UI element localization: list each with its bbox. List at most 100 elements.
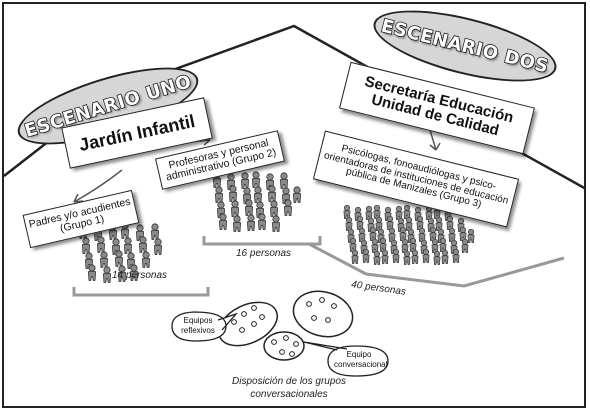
participant-dot [241,311,247,317]
person-icon [439,237,447,252]
caption-line2: conversacionales [250,388,328,400]
diagram-frame: ESCENARIO UNO ESCENARIO DOS Jardín Infan… [2,2,586,408]
person-icon [257,213,267,230]
participant-dot [331,303,337,309]
group3-bracket [308,242,565,288]
person-icon [269,200,279,217]
person-icon [461,238,469,253]
person-icon [399,226,407,241]
person-icon [435,216,443,231]
participant-dot [293,341,299,347]
person-icon [150,223,160,240]
person-icon [381,249,389,264]
person-icon [230,200,240,217]
reflexive-bubble-shape [171,311,239,342]
person-icon [349,237,357,252]
person-icon [405,216,413,231]
caption-line1: Disposición de los grupos [232,376,346,387]
participant-dot [325,317,331,323]
person-icon [401,238,409,253]
person-icon [246,214,256,231]
person-icon [365,205,373,220]
person-icon [153,238,163,255]
conversational-team-label: Equipo conversacional [334,350,388,369]
person-icon [467,228,475,243]
person-icon [373,204,381,219]
person-icon [240,172,250,189]
person-icon [97,236,105,253]
person-icon [418,227,426,242]
person-icon [124,237,133,254]
person-icon [388,227,396,242]
participant-dot [289,351,295,357]
person-icon [214,186,224,203]
person-icon [100,251,108,268]
person-icon [362,248,370,263]
person-icon [371,238,379,253]
person-icon [431,238,439,253]
person-icon [403,250,411,265]
person-icon [82,237,90,254]
person-icon [433,250,441,265]
person-icon [448,227,456,242]
person-icon [103,266,111,283]
person-icon [441,249,449,264]
participant-dot [239,327,245,333]
person-icon [283,199,293,216]
person-icon [409,237,417,252]
person-icon [422,248,430,263]
person-icon [358,227,366,242]
person-icon [392,248,400,263]
participant-dot [283,335,289,341]
participant-dot [306,301,312,307]
arrow-to-group3 [429,129,441,151]
diagram-caption: Disposición de los grupos conversacional… [204,376,374,401]
person-icon [218,213,228,230]
participant-dot [251,321,257,327]
participant-dot [251,305,257,311]
group2-bracket [202,236,322,246]
group2-count: 16 personas [236,248,292,259]
conversation-participants [231,297,337,357]
person-icon [429,226,437,241]
person-icon [232,215,242,232]
person-icon [279,172,289,189]
person-icon [356,215,364,230]
conversational-bubble-shape [303,341,389,377]
person-icon [351,249,359,264]
participant-dot [271,339,277,345]
person-icon [395,205,403,220]
group1-bracket [72,287,210,297]
person-icon [375,216,383,231]
participant-dot [311,315,317,321]
person-icon [459,226,467,241]
person-icon [403,204,411,219]
person-icon [343,204,351,219]
person-icon [271,215,281,232]
person-icon [292,186,302,203]
participant-dot [279,349,285,355]
group2-people [212,171,302,232]
person-icon [267,185,277,202]
person-icon [251,171,261,188]
participant-dot [319,297,325,303]
person-icon [416,215,424,230]
person-icon [379,237,387,252]
person-icon [369,226,377,241]
reflexive-teams-label: Equipos reflexivos [181,316,215,335]
person-icon [411,249,419,264]
participant-dot [231,319,237,325]
person-icon [386,215,394,230]
person-icon [88,264,96,281]
person-icon [452,248,460,263]
person-icon [345,216,353,231]
person-icon [373,250,381,265]
group1-count: 14 personas [112,270,168,281]
person-icon [138,236,148,253]
person-icon [141,251,151,268]
person-icon [228,185,238,202]
person-icon [253,186,263,203]
person-icon [115,250,123,267]
person-icon [244,199,254,216]
participant-dot [259,314,265,320]
